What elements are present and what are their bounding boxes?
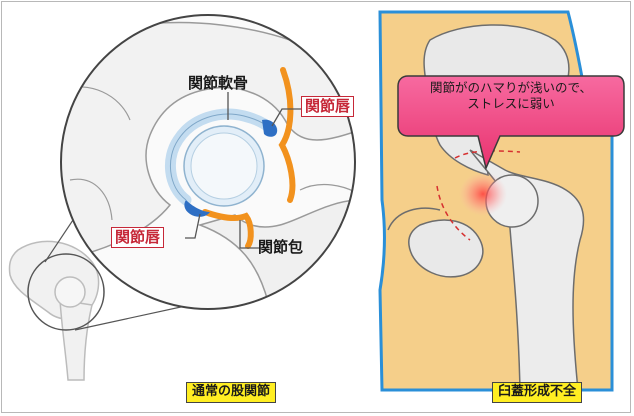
label-labrum-bottom: 関節唇 <box>111 227 165 248</box>
stress-area <box>459 172 507 216</box>
label-articular-cartilage: 関節軟骨 <box>188 74 249 92</box>
callout-text: 関節がのハマりが浅いので、 ストレスに弱い <box>402 80 620 113</box>
overview-pelvis <box>8 240 100 381</box>
zoomed-joint <box>60 14 356 310</box>
caption-dysplasia: 臼蓋形成不全 <box>492 382 583 403</box>
dysplasia-panel <box>378 10 614 392</box>
label-joint-capsule: 関節包 <box>258 238 304 256</box>
label-labrum-top: 関節唇 <box>301 96 355 117</box>
callout-line-2: ストレスに弱い <box>467 96 555 112</box>
callout-line-1: 関節がのハマりが浅いので、 <box>429 80 592 95</box>
zoom-line-bottom <box>74 304 191 331</box>
overview-femoral-head <box>54 276 86 308</box>
caption-normal-hip: 通常の股関節 <box>186 382 277 403</box>
leader-lines <box>185 92 302 249</box>
callout-bubble <box>397 75 625 171</box>
overview-focus-circle <box>27 253 105 331</box>
